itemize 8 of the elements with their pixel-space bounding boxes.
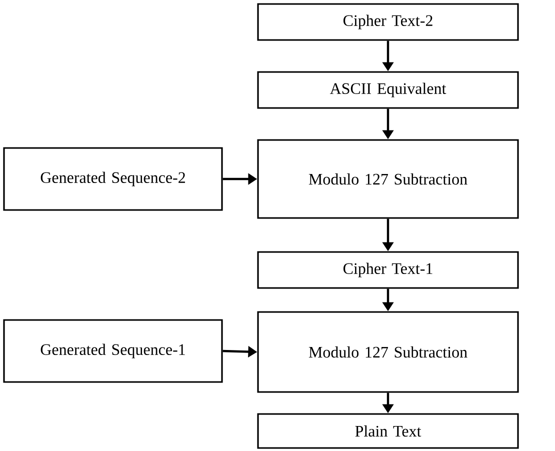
process-box: Generated Sequence-2 [3, 147, 223, 211]
process-box: Cipher Text-1 [257, 251, 519, 289]
process-box: Modulo 127 Subtraction [257, 311, 519, 393]
process-box: Cipher Text-2 [257, 3, 519, 41]
process-box: Modulo 127 Subtraction [257, 139, 519, 219]
process-box: Generated Sequence-1 [3, 319, 223, 383]
process-box: Plain Text [257, 413, 519, 449]
process-box: ASCII Equivalent [257, 71, 519, 109]
